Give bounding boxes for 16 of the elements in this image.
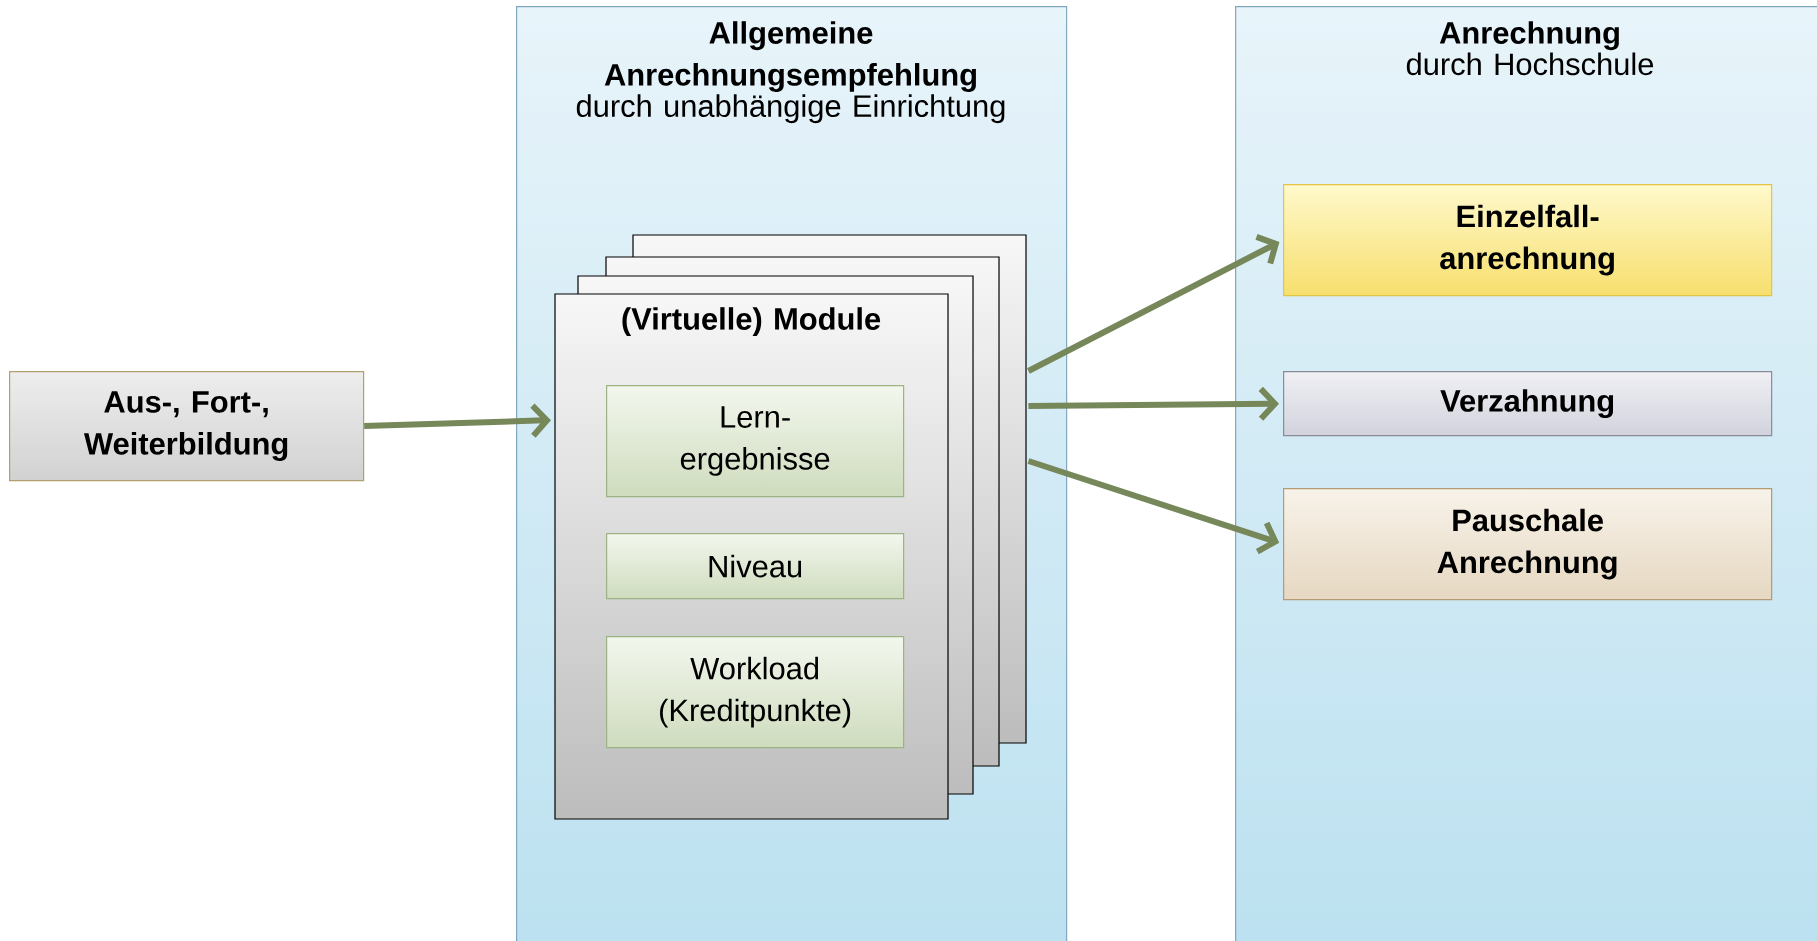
option-box: Pauschale Anrechnung xyxy=(1283,488,1773,601)
attribute-box: Niveau xyxy=(606,533,905,600)
arrow xyxy=(1028,386,1279,421)
arrow xyxy=(1027,234,1280,374)
panel-subheading: durch Hochschule xyxy=(1406,52,1654,76)
option-box: Verzahnung xyxy=(1283,371,1773,437)
panel-heading: Allgemeine Anrechnungsempfehlung xyxy=(604,21,976,92)
panel-heading: Anrechnung xyxy=(1439,21,1619,51)
attribute-box: Lern- ergebnisse xyxy=(606,385,905,498)
attribute-box: Workload (Kreditpunkte) xyxy=(606,636,905,749)
option-box: Einzelfall- anrechnung xyxy=(1283,184,1773,297)
arrow xyxy=(364,403,551,438)
panel-subheading: durch unabhängige Einrichtung xyxy=(576,94,1005,124)
arrow xyxy=(1027,458,1280,555)
card-heading: (Virtuelle) Module xyxy=(622,307,881,336)
label-box: Aus-, Fort-, Weiterbildung xyxy=(9,371,365,482)
